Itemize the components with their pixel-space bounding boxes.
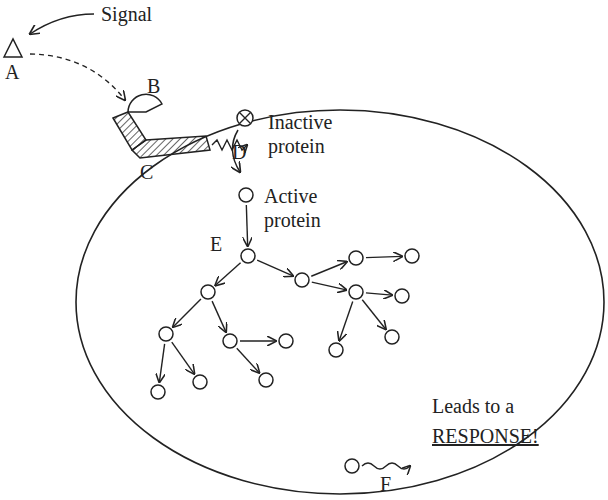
cascade-arrow [339,301,352,340]
cascade-arrow [257,260,293,276]
protein-circle [223,334,237,348]
part-letter: C [140,160,153,184]
cascade-arrow [362,300,386,329]
cascade-arrow [237,348,259,372]
inactive-mark [240,113,251,124]
protein-circle [239,188,253,202]
part-letter: A [5,60,19,84]
response-arrow [362,463,410,469]
protein-circle [259,373,273,387]
cascade-arrow [159,344,164,382]
protein-circle [349,251,363,265]
protein-circle [159,327,173,341]
cascade-arrow [173,299,201,327]
cascade-arrow [366,293,392,295]
cascade-arrow [246,205,247,246]
signal-label: Signal [101,2,152,26]
protein-circle [405,249,419,263]
part-letter: F [380,472,391,496]
protein-label: Active protein [264,184,334,232]
response-label: RESPONSE! [432,424,539,448]
cell-membrane [76,110,604,494]
protein-label: Inactive protein [268,110,348,158]
inactive-protein [237,110,253,126]
signal-molecule [4,39,22,57]
protein-circle [151,385,165,399]
receptor-transmembrane [132,136,210,158]
cascade-arrow [311,262,346,276]
protein-circle [345,459,359,473]
cascade-arrow [312,282,346,290]
protein-circle [349,285,363,299]
protein-circle [395,289,409,303]
part-letter: E [210,232,222,256]
protein-circle [329,343,343,357]
protein-circle [201,285,215,299]
protein-circle [385,330,399,344]
protein-circle [295,273,309,287]
protein-circle [193,375,207,389]
cascade-arrow [212,301,226,332]
response-label: Leads to a [432,394,514,418]
part-letter: D [232,140,246,164]
cascade-arrow [366,256,402,257]
cascade-arrow [240,340,276,341]
protein-circle [241,249,255,263]
binding-arrow [30,54,125,100]
protein-circle [279,334,293,348]
cascade-arrow [172,342,194,374]
part-letter: B [147,74,160,98]
leader-arrow [30,14,94,34]
cascade-arrow [215,263,240,286]
